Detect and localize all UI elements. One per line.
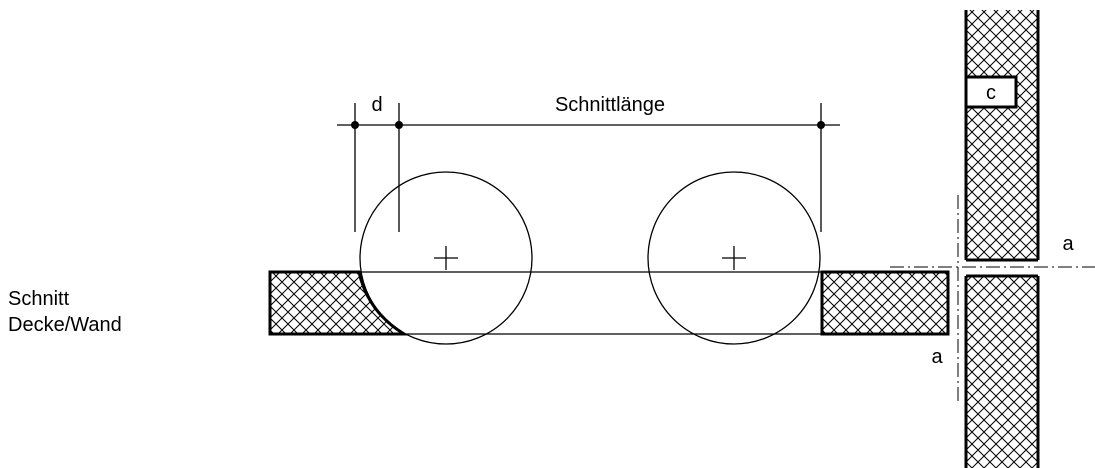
dimension-dot-3 — [817, 121, 825, 129]
section-caption: Schnitt Decke/Wand — [8, 286, 122, 338]
disc-left-circle — [359, 171, 533, 345]
wall: c — [964, 10, 1040, 468]
cutting-disc-left — [359, 171, 533, 345]
slab-right-hatched — [820, 270, 950, 336]
wall-lower-hatch — [966, 276, 1038, 468]
label-a-horizontal: a — [1062, 233, 1074, 255]
label-d: d — [371, 94, 382, 116]
slab-left-hatched — [268, 270, 410, 336]
wall-upper-hatch — [966, 10, 1038, 260]
axis-lines: a a — [890, 195, 1095, 405]
dimension-line: d Schnittlänge — [337, 94, 840, 232]
label-c: c — [986, 82, 996, 104]
opening-c-box — [964, 75, 1018, 109]
caption-line-1: Schnitt — [8, 288, 70, 310]
dimension-dot-2 — [395, 121, 403, 129]
label-a-vertical: a — [931, 346, 943, 368]
dimension-dot-1 — [351, 121, 359, 129]
caption-line-2: Decke/Wand — [8, 314, 122, 336]
slab — [268, 270, 950, 336]
cutting-disc-right — [647, 171, 821, 345]
label-cut-length: Schnittlänge — [555, 94, 665, 116]
disc-right-circle — [647, 171, 821, 345]
